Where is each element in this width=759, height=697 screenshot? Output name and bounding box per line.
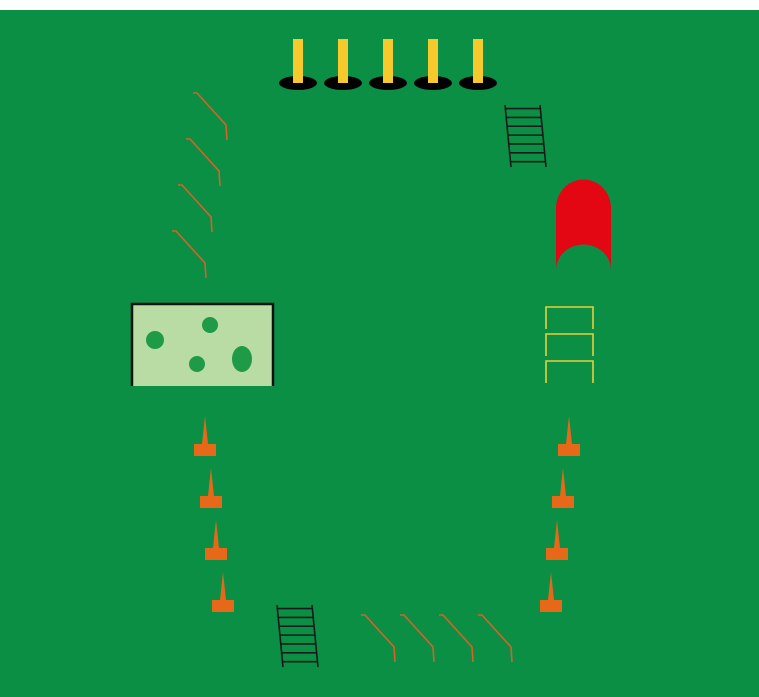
bottom-hurdle	[478, 614, 513, 663]
cone-tip	[220, 572, 226, 600]
cone-tip	[560, 468, 566, 496]
left-cone	[205, 520, 227, 560]
bottom-hurdle	[400, 614, 435, 663]
low-hurdle	[545, 360, 594, 383]
slalom-pole	[459, 39, 497, 90]
low-hurdle	[545, 306, 594, 329]
cone-tip	[566, 416, 572, 444]
agility-ladder	[504, 104, 547, 168]
bottom-hurdle	[361, 614, 396, 663]
pole-stick	[338, 39, 348, 83]
right-cone	[558, 416, 580, 456]
cone-base	[205, 548, 227, 560]
left-cone	[212, 572, 234, 612]
agility-ladder	[276, 604, 319, 668]
ladder-rail	[276, 604, 284, 668]
slalom-poles	[279, 39, 497, 90]
left-hurdle	[193, 92, 228, 141]
cone-base	[194, 444, 216, 456]
left-cone	[200, 468, 222, 508]
cone-tip	[208, 468, 214, 496]
pole-stick	[428, 39, 438, 83]
mat-border	[130, 302, 275, 386]
cone-base	[540, 600, 562, 612]
grass-field	[0, 10, 759, 697]
ladder-rail	[539, 104, 547, 168]
ladder-rail	[311, 604, 319, 668]
right-cone	[540, 572, 562, 612]
mat-spot	[146, 331, 164, 349]
cone-tip	[213, 520, 219, 548]
cone-tip	[548, 572, 554, 600]
pole-stick	[383, 39, 393, 83]
landing-mat	[130, 302, 275, 386]
left-hurdle	[186, 138, 221, 187]
ladder-rail	[504, 104, 512, 168]
tunnel	[556, 179, 611, 270]
slalom-pole	[369, 39, 407, 90]
slalom-pole	[279, 39, 317, 90]
cone-base	[558, 444, 580, 456]
cone-base	[552, 496, 574, 508]
low-hurdles	[545, 306, 594, 383]
slalom-pole	[324, 39, 362, 90]
mat-spot	[202, 317, 218, 333]
mat-spot	[189, 356, 205, 372]
mat-spot	[232, 346, 252, 372]
right-cone	[546, 520, 568, 560]
agility-ladders	[276, 104, 547, 668]
right-cone	[552, 468, 574, 508]
left-hurdle	[178, 184, 213, 233]
pole-stick	[293, 39, 303, 83]
bottom-hurdle	[439, 614, 474, 663]
cone-base	[212, 600, 234, 612]
cone-tip	[554, 520, 560, 548]
cone-base	[546, 548, 568, 560]
hurdles	[172, 92, 513, 663]
cones	[194, 416, 580, 612]
cone-tip	[202, 416, 208, 444]
tunnel-group	[556, 179, 611, 270]
cone-base	[200, 496, 222, 508]
slalom-pole	[414, 39, 452, 90]
left-cone	[194, 416, 216, 456]
left-hurdle	[172, 230, 207, 279]
low-hurdle	[545, 333, 594, 356]
pole-stick	[473, 39, 483, 83]
